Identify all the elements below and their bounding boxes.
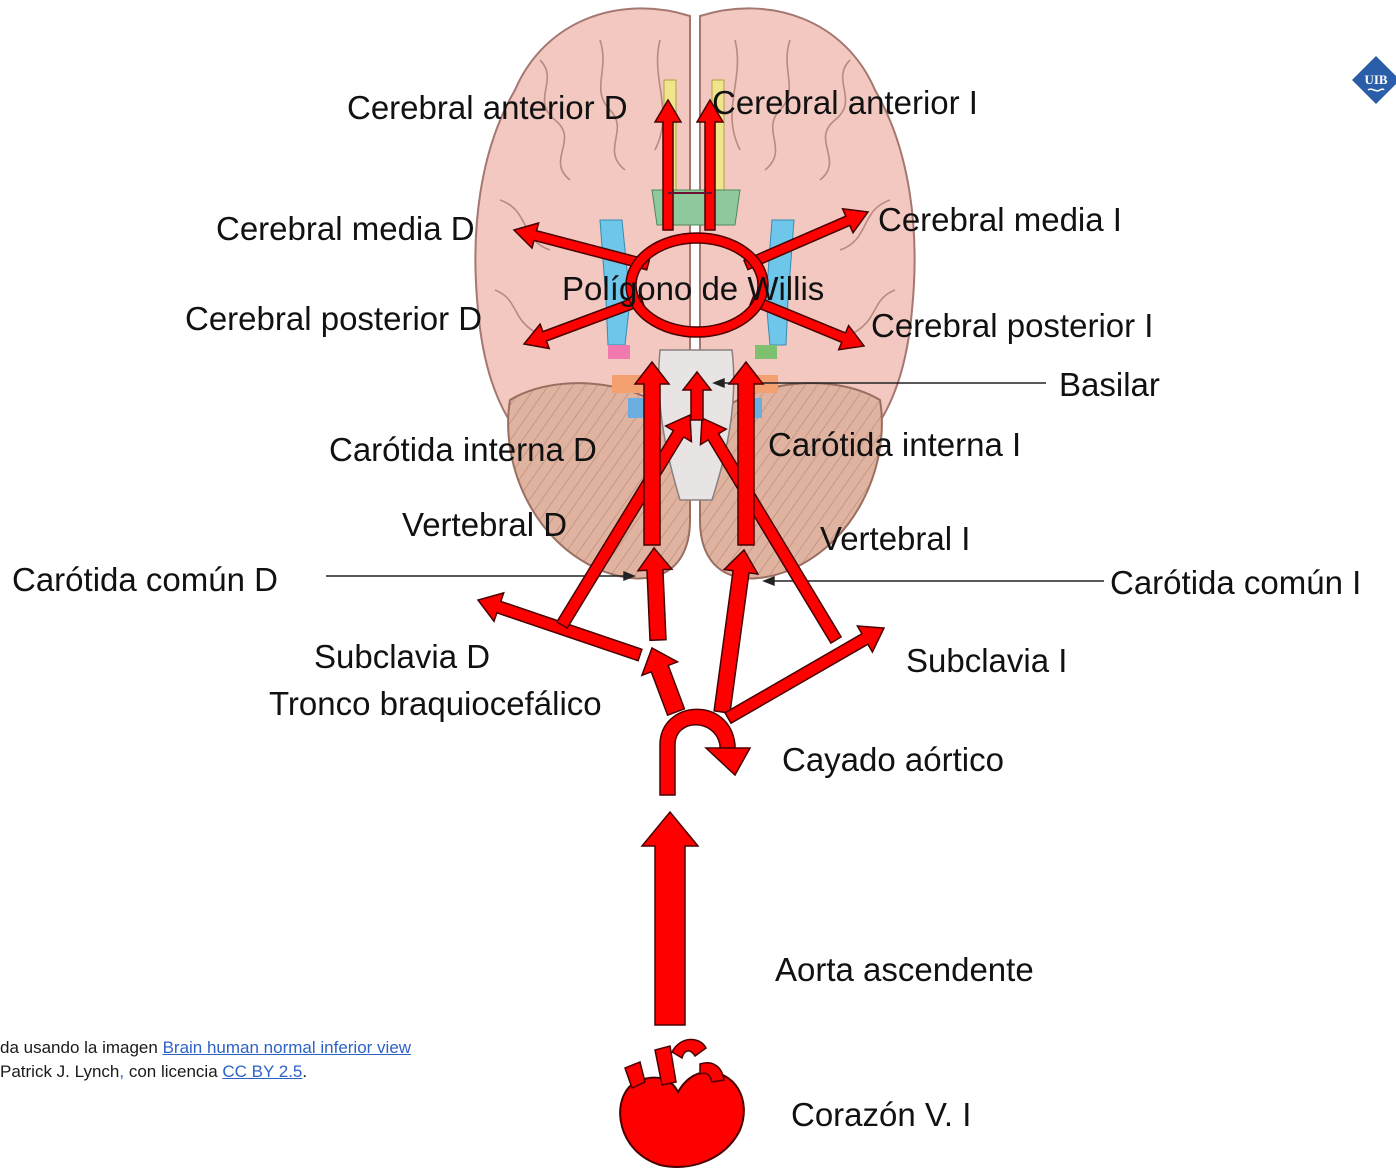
pointer-lines (326, 377, 1104, 587)
label-tronco-braquiocefalico: Tronco braquiocefálico (269, 685, 602, 722)
label-cerebral-anterior-d: Cerebral anterior D (347, 89, 628, 126)
credit-line1-prefix: da usando la imagen (0, 1038, 163, 1057)
label-cerebral-media-i: Cerebral media I (878, 201, 1122, 238)
label-carotida-interna-i: Carótida interna I (768, 426, 1022, 463)
circle-of-willis-ring (626, 233, 768, 337)
label-carotida-comun-i: Carótida común I (1110, 564, 1362, 601)
arrow-cerebral-posterior-d (522, 294, 645, 350)
label-cerebral-posterior-i: Cerebral posterior I (871, 307, 1154, 344)
label-aorta-ascendente: Aorta ascendente (775, 951, 1034, 988)
arrow-carotida-comun-i (713, 548, 760, 714)
uib-logo: UIB (1352, 56, 1396, 104)
label-vertebral-d: Vertebral D (402, 506, 568, 543)
label-basilar: Basilar (1059, 366, 1160, 403)
nerve-right-1 (755, 345, 777, 359)
label-carotida-comun-d: Carótida común D (12, 561, 278, 598)
credit-link-comma[interactable]: , (119, 1062, 125, 1081)
arrow-subclavia-i (723, 625, 886, 725)
heart-icon (619, 1038, 745, 1168)
arrow-cerebral-posterior-i (749, 294, 866, 351)
label-carotida-interna-d: Carótida interna D (329, 431, 597, 468)
arrow-carotida-comun-d (636, 546, 674, 642)
label-subclavia-i: Subclavia I (906, 642, 1068, 679)
arrow-subclavia-d (476, 591, 643, 662)
arrow-cerebral-media-d (512, 221, 651, 271)
uib-logo-text: UIB (1364, 72, 1387, 87)
credit-link-license[interactable]: CC BY 2.5 (222, 1062, 303, 1081)
nerve-left-1 (608, 345, 630, 359)
label-corazon: Corazón V. I (791, 1096, 972, 1133)
arrow-tronco-braquiocefalico (640, 646, 686, 717)
nerve-left-3 (628, 398, 648, 418)
arrow-aorta-ascendente (640, 810, 700, 1026)
label-vertebral-i: Vertebral I (820, 520, 971, 557)
credit-author: Patrick J. Lynch (0, 1062, 120, 1081)
label-poligono-willis: Polígono de Willis (562, 270, 825, 307)
arrow-cerebral-media-i (743, 207, 870, 271)
arrow-cerebral-anterior-d (653, 98, 683, 231)
credit-license-text: con licencia (124, 1062, 223, 1081)
label-cerebral-anterior-i: Cerebral anterior I (712, 84, 978, 121)
artery-arrows (476, 98, 886, 1026)
label-subclavia-d: Subclavia D (314, 638, 491, 675)
credit-link-brain-image[interactable]: Brain human normal inferior view (162, 1038, 412, 1057)
arrow-vertebral-i (699, 416, 843, 645)
aortic-arch-arrowhead (704, 747, 752, 777)
label-cayado-aortico: Cayado aórtico (782, 741, 1004, 778)
arrow-basilar (681, 370, 713, 421)
label-cerebral-media-d: Cerebral media D (216, 210, 475, 247)
credit-line-1: da usando la imagen Brain human normal i… (0, 1036, 411, 1060)
credit-period: . (302, 1062, 308, 1081)
aortic-arch (659, 708, 736, 796)
arrow-carotida-interna-i (727, 360, 765, 546)
arrow-cerebral-anterior-i (695, 98, 725, 231)
image-credit: da usando la imagen Brain human normal i… (0, 1036, 411, 1084)
arrow-carotida-interna-d (633, 360, 671, 546)
label-cerebral-posterior-d: Cerebral posterior D (185, 300, 483, 337)
credit-line-2: Patrick J. Lynch, con licencia CC BY 2.5… (0, 1060, 411, 1084)
